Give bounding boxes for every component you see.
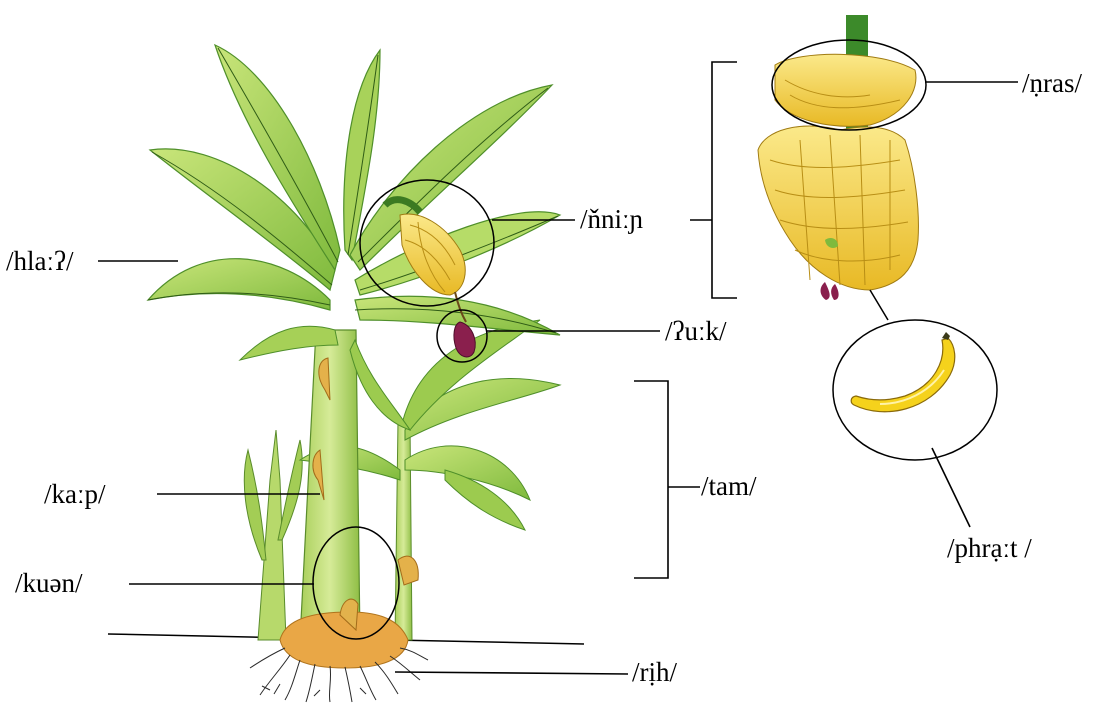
bunch-bracket <box>712 62 737 298</box>
banana-plant-illustration <box>148 45 560 702</box>
trunk-bracket <box>634 381 668 578</box>
bunch-on-plant <box>400 214 465 295</box>
label-trunk: /tam/ <box>701 471 757 501</box>
label-sheath: /kaːp/ <box>44 479 106 509</box>
banana-bunch-illustration <box>758 15 926 320</box>
label-fruit: /phrạːt / <box>947 533 1032 563</box>
label-sucker: /kuən/ <box>15 568 83 598</box>
fruit-highlight-circle <box>833 320 997 460</box>
label-hand: /ṇras/ <box>1022 68 1082 98</box>
label-root: /rịh/ <box>632 657 677 687</box>
single-banana-illustration <box>833 320 997 460</box>
root-leader <box>395 672 628 674</box>
label-bunch: /ňniːɲ <box>580 204 643 234</box>
fruit-leader <box>932 448 970 527</box>
label-flower: /ʔuːk/ <box>665 316 727 346</box>
label-leaf: /hlaːʔ/ <box>6 246 73 276</box>
